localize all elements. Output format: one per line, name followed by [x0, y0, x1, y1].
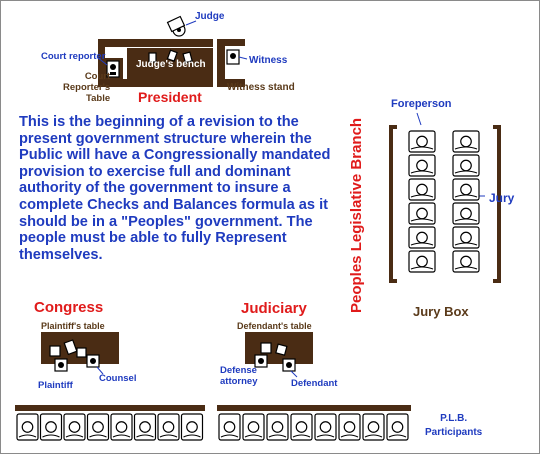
defense-attorney-line-2: attorney [220, 376, 258, 387]
plaintiffs-table-label: Plaintiff's table [41, 321, 105, 331]
judges-bench-rail [98, 39, 213, 87]
gallery-seat [386, 413, 409, 441]
defense-attorney-line-1: Defense [220, 365, 257, 376]
foreperson-pointer [416, 112, 422, 126]
judge-pointer [185, 20, 197, 26]
jury-label: Jury [489, 191, 515, 205]
judge-figure [166, 15, 186, 37]
gallery-rail-right [217, 405, 411, 411]
counsel-label: Counsel [99, 373, 137, 384]
gallery-seat [16, 413, 39, 441]
defense-attorney-label: Defense attorney [220, 365, 257, 387]
plaintiff-label: Plaintiff [38, 380, 73, 391]
juror-seat [452, 250, 480, 273]
witness-stand-rail [217, 39, 245, 87]
juror-seat [408, 226, 436, 249]
plb-participants-label: P.L.B. Participants [425, 412, 482, 440]
plb-label-line-1: P.L.B. [440, 413, 468, 424]
gallery-seat [133, 413, 157, 441]
jury-box-label: Jury Box [413, 304, 469, 319]
juror-seat [452, 226, 480, 249]
juror-seat [408, 250, 436, 273]
witness-label: Witness [249, 55, 288, 66]
juror-seat [408, 154, 436, 177]
description-text: This is the beginning of a revision to t… [19, 114, 331, 263]
gallery-seat [86, 413, 110, 441]
gallery-seat [39, 413, 63, 441]
juror-seat [452, 178, 480, 201]
gallery-seat [157, 413, 180, 441]
president-label: President [138, 89, 202, 105]
juror-seat [408, 130, 436, 153]
gallery-seat [338, 413, 361, 441]
jury-box-right-rail [493, 125, 501, 283]
court-reporters-table-line-3: Table [86, 93, 111, 104]
gallery-seat [63, 413, 86, 441]
gallery-seat [362, 413, 385, 441]
defendants-table-label: Defendant's table [237, 321, 312, 331]
defendant-figures [254, 342, 296, 372]
jury-column-right [452, 130, 480, 273]
defendant-pointer [290, 370, 298, 378]
jury-column-left [408, 130, 436, 273]
plb-label-line-2: Participants [425, 427, 483, 438]
plaintiff-figures [49, 339, 100, 372]
juror-seat [408, 202, 436, 225]
court-reporters-table-line-1: Court [84, 71, 111, 82]
gallery-seats [16, 413, 409, 441]
foreperson-label: Foreperson [391, 98, 452, 110]
gallery-seat [314, 413, 337, 441]
judge-label: Judge [195, 11, 225, 22]
gallery-seat [110, 413, 133, 441]
juror-seat [408, 178, 436, 201]
defendant-label: Defendant [291, 378, 338, 389]
juror-seat [452, 154, 480, 177]
court-reporter-figure [106, 60, 120, 78]
gallery-rail-left [15, 405, 205, 411]
judges-bench-label: Judge's bench [136, 59, 206, 70]
bench-papers [148, 49, 193, 64]
gallery-seat [180, 413, 204, 441]
court-reporter-pointer [96, 56, 108, 66]
witness-stand-label: Witness stand [227, 82, 295, 93]
juror-seat [452, 130, 480, 153]
jury-box-left-rail [389, 125, 397, 283]
court-reporters-table-label: Court Reporter's Table [63, 71, 110, 104]
peoples-legislative-branch-label: Peoples Legislative Branch [348, 117, 365, 313]
gallery-seat [290, 413, 313, 441]
court-reporters-table-line-2: Reporter's [63, 82, 111, 93]
gallery-seat [218, 413, 241, 441]
gallery-seat [242, 413, 265, 441]
counsel-pointer [96, 366, 104, 375]
witness-figure [226, 49, 248, 65]
judiciary-label: Judiciary [241, 300, 307, 317]
congress-label: Congress [34, 299, 104, 316]
juror-seat [452, 202, 480, 225]
court-reporter-label: Court reporter [41, 51, 106, 62]
gallery-seat [266, 413, 289, 441]
